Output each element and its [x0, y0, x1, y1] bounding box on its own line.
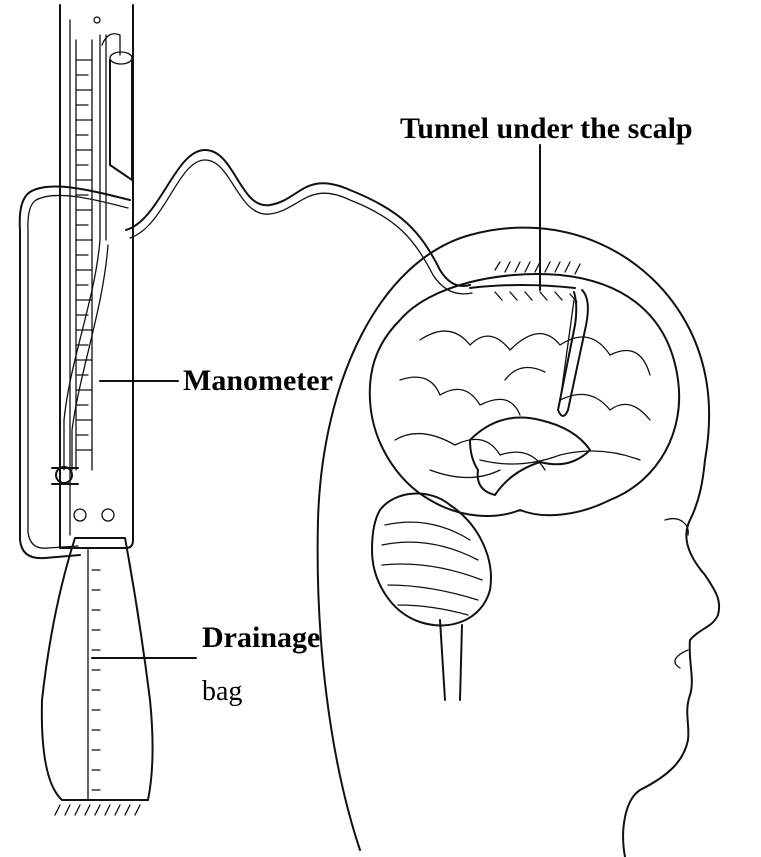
drainage-bag	[42, 538, 153, 815]
brain	[370, 274, 679, 516]
tunnel-under-scalp-label: Tunnel under the scalp	[400, 114, 693, 144]
manometer-label: Manometer	[183, 366, 333, 396]
drainage-label: Drainage	[202, 623, 320, 653]
leader-lines	[92, 145, 540, 658]
head-outline	[318, 228, 720, 857]
bag-label: bag	[202, 678, 242, 706]
cerebellum	[372, 494, 491, 700]
drainage-tubing	[20, 150, 472, 558]
